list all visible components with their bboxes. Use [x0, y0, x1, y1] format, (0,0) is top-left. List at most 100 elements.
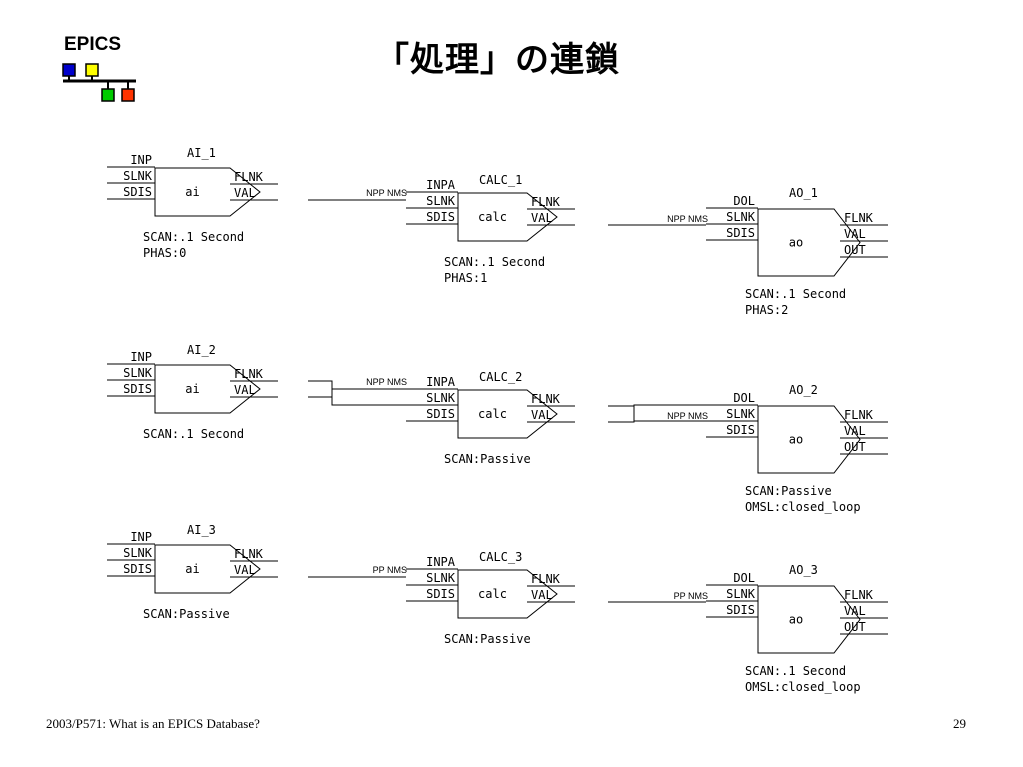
input-pin-sdis: SDIS: [726, 603, 755, 617]
link-attribute-label: NPP NMS: [366, 377, 407, 387]
input-pin-slnk: SLNK: [123, 366, 153, 380]
link-attribute-label: NPP NMS: [667, 411, 708, 421]
input-pin-slnk: SLNK: [426, 571, 456, 585]
output-pin-flnk: FLNK: [531, 392, 561, 406]
record-field-note: SCAN:.1 Second: [444, 255, 545, 269]
link-wire-flnk-slnk: [608, 405, 706, 422]
input-pin-sdis: SDIS: [426, 587, 455, 601]
output-pin-out: OUT: [844, 620, 866, 634]
input-pin-dol: DOL: [733, 571, 755, 585]
output-pin-out: OUT: [844, 243, 866, 257]
link-wire-flnk-slnk: [308, 380, 406, 406]
epics-logo-icon: [62, 63, 136, 102]
record-field-note: SCAN:Passive: [444, 452, 531, 466]
output-pin-flnk: FLNK: [234, 367, 264, 381]
input-pin-slnk: SLNK: [123, 169, 153, 183]
record-name: AI_1: [187, 146, 216, 160]
record-type-label: calc: [478, 210, 507, 224]
record-type-label: ai: [185, 562, 199, 576]
record-type-label: calc: [478, 587, 507, 601]
output-pin-val: VAL: [234, 383, 256, 397]
record-block-calc: [457, 192, 558, 242]
epics-logo: EPICS: [58, 34, 142, 104]
record-field-note: OMSL:closed_loop: [745, 680, 861, 694]
record-field-note: SCAN:.1 Second: [745, 664, 846, 678]
record-name: CALC_3: [479, 550, 522, 564]
record-block-ao: [757, 405, 861, 474]
input-pin-sdis: SDIS: [123, 185, 152, 199]
record-field-note: PHAS:2: [745, 303, 788, 317]
record-field-note: SCAN:Passive: [745, 484, 832, 498]
record-block-ao: [757, 208, 861, 277]
input-pin-slnk: SLNK: [726, 210, 756, 224]
record-name: AO_2: [789, 383, 818, 397]
input-pin-slnk: SLNK: [726, 407, 756, 421]
record-type-label: ai: [185, 382, 199, 396]
record-name: AI_2: [187, 343, 216, 357]
slide-title: 「処理」の連鎖: [375, 40, 620, 80]
output-pin-flnk: FLNK: [234, 547, 264, 561]
record-block-ai: [154, 364, 261, 414]
input-pin-inp: INP: [130, 350, 152, 364]
input-pin-sdis: SDIS: [426, 407, 455, 421]
record-name: AO_3: [789, 563, 818, 577]
input-pin-inpa: INPA: [426, 555, 456, 569]
output-pin-flnk: FLNK: [234, 170, 264, 184]
record-field-note: SCAN:.1 Second: [745, 287, 846, 301]
input-pin-dol: DOL: [733, 194, 755, 208]
input-pin-sdis: SDIS: [426, 210, 455, 224]
record-field-note: SCAN:Passive: [143, 607, 230, 621]
record-block-ao: [757, 585, 861, 654]
input-pin-slnk: SLNK: [726, 587, 756, 601]
input-pin-inpa: INPA: [426, 178, 456, 192]
record-field-note: SCAN:Passive: [444, 632, 531, 646]
input-pin-slnk: SLNK: [123, 546, 153, 560]
page-number: 29: [953, 716, 966, 731]
link-attribute-label: PP NMS: [674, 591, 708, 601]
record-type-label: ao: [789, 613, 803, 627]
input-pin-sdis: SDIS: [123, 562, 152, 576]
record-block-calc: [457, 389, 558, 439]
record-block-ai: [154, 167, 261, 217]
output-pin-flnk: FLNK: [844, 588, 874, 602]
output-pin-val: VAL: [234, 186, 256, 200]
output-pin-flnk: FLNK: [531, 572, 561, 586]
input-pin-inp: INP: [130, 530, 152, 544]
input-pin-dol: DOL: [733, 391, 755, 405]
output-pin-flnk: FLNK: [844, 211, 874, 225]
input-pin-sdis: SDIS: [726, 423, 755, 437]
record-name: AO_1: [789, 186, 818, 200]
input-pin-sdis: SDIS: [726, 226, 755, 240]
record-field-note: SCAN:.1 Second: [143, 427, 244, 441]
output-pin-val: VAL: [844, 604, 866, 618]
input-pin-sdis: SDIS: [123, 382, 152, 396]
link-attribute-label: PP NMS: [373, 565, 407, 575]
output-pin-val: VAL: [531, 211, 553, 225]
output-pin-val: VAL: [234, 563, 256, 577]
output-pin-out: OUT: [844, 440, 866, 454]
record-name: CALC_2: [479, 370, 522, 384]
record-field-note: PHAS:0: [143, 246, 186, 260]
input-pin-inpa: INPA: [426, 375, 456, 389]
epics-logo-text: EPICS: [64, 34, 122, 55]
record-type-label: ao: [789, 433, 803, 447]
record-type-label: calc: [478, 407, 507, 421]
output-pin-val: VAL: [531, 408, 553, 422]
output-pin-val: VAL: [531, 588, 553, 602]
record-field-note: OMSL:closed_loop: [745, 500, 861, 514]
record-block-ai: [154, 544, 261, 594]
record-name: CALC_1: [479, 173, 522, 187]
output-pin-flnk: FLNK: [844, 408, 874, 422]
record-block-calc: [457, 569, 558, 619]
record-type-label: ao: [789, 236, 803, 250]
output-pin-val: VAL: [844, 424, 866, 438]
output-pin-flnk: FLNK: [531, 195, 561, 209]
output-pin-val: VAL: [844, 227, 866, 241]
input-pin-slnk: SLNK: [426, 391, 456, 405]
link-wire-val-inpa: [308, 388, 406, 398]
link-attribute-label: NPP NMS: [667, 214, 708, 224]
input-pin-slnk: SLNK: [426, 194, 456, 208]
record-field-note: PHAS:1: [444, 271, 487, 285]
link-attribute-label: NPP NMS: [366, 188, 407, 198]
